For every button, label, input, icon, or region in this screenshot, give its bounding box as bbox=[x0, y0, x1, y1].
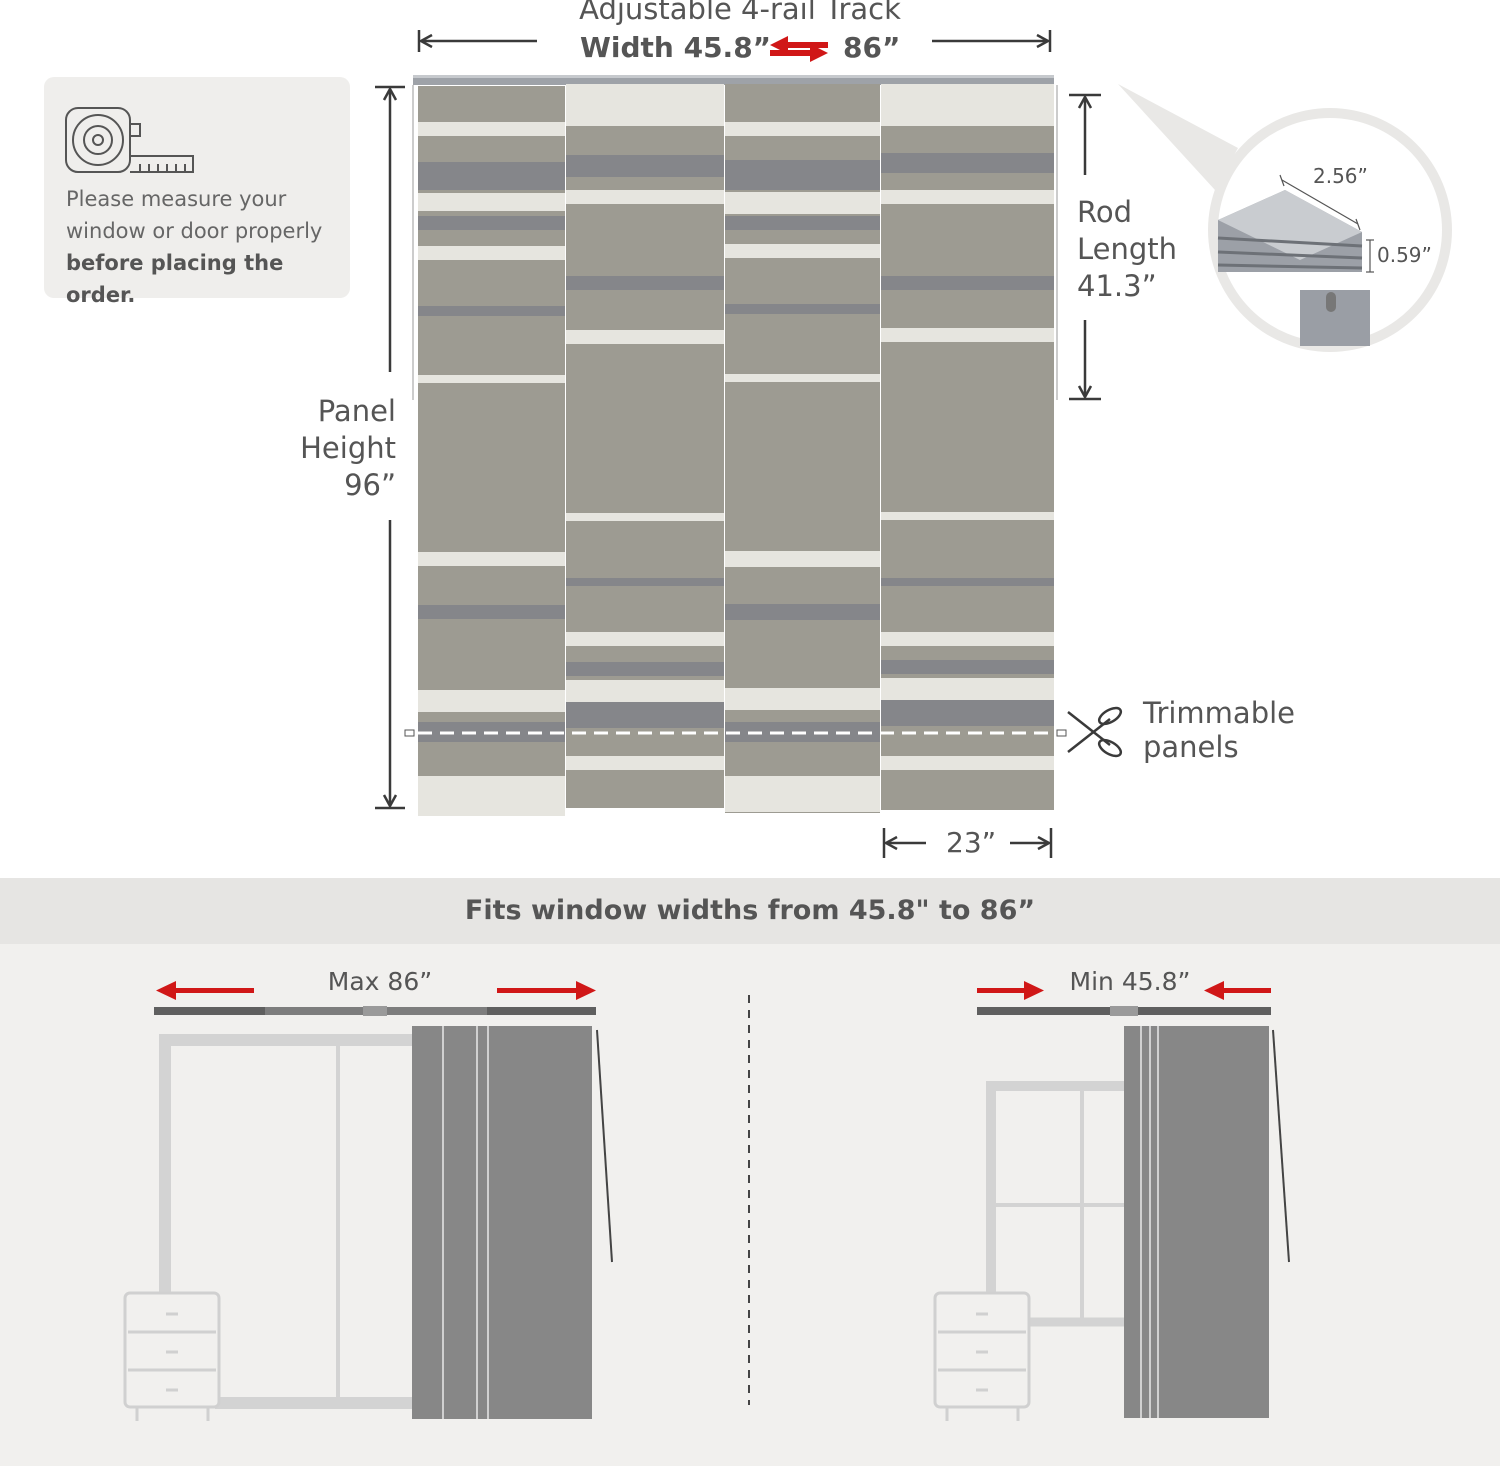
panel-stripe bbox=[566, 756, 724, 770]
track-title: Adjustable 4-rail Track bbox=[579, 0, 901, 26]
panel-stripe bbox=[418, 246, 565, 260]
width-min-label: Width 45.8” bbox=[580, 31, 772, 64]
panel-stripe bbox=[881, 84, 1054, 126]
trim-line bbox=[404, 729, 1067, 737]
panel-stripe bbox=[566, 513, 724, 521]
rod-length-dimension bbox=[1069, 93, 1101, 401]
panel-stripe bbox=[418, 122, 565, 136]
panel-stripe bbox=[881, 153, 1054, 173]
panel-stripe bbox=[881, 276, 1054, 290]
panel-stripe bbox=[418, 552, 565, 566]
panel-width-dimension bbox=[882, 828, 1053, 858]
panel-stripe bbox=[725, 216, 880, 230]
rod-length-label: Rod Length 41.3” bbox=[1077, 195, 1178, 303]
track-height-label: 0.59” bbox=[1377, 243, 1432, 267]
width-max-label: 86” bbox=[843, 31, 901, 64]
fits-widths-heading: Fits window widths from 45.8" to 86” bbox=[464, 895, 1036, 926]
panel-stripe bbox=[725, 776, 880, 812]
adjust-arrows-icon bbox=[770, 36, 828, 62]
panel-stripe bbox=[881, 190, 1054, 204]
panel-stripe bbox=[881, 632, 1054, 646]
panel-stripe bbox=[725, 192, 880, 214]
panel-stripe bbox=[725, 122, 880, 136]
panel-stripe bbox=[725, 304, 880, 314]
panel-height-label: Panel Height 96” bbox=[300, 394, 396, 502]
track-detail-callout bbox=[1118, 84, 1452, 352]
panel-stripe bbox=[566, 632, 724, 646]
panel-stripe bbox=[725, 244, 880, 258]
panel-stripe bbox=[418, 162, 565, 190]
panel-stripe bbox=[725, 374, 880, 382]
panel-stripe bbox=[418, 216, 565, 230]
min-panels bbox=[1124, 1026, 1269, 1418]
panel-stripe bbox=[418, 690, 565, 712]
panel-stripe bbox=[566, 84, 724, 126]
tape-measure-icon bbox=[65, 107, 194, 173]
panel-width-label: 23” bbox=[946, 826, 997, 859]
compress-arrows-icon bbox=[977, 981, 1271, 1000]
expand-arrows-icon bbox=[156, 981, 596, 1000]
measure-card bbox=[44, 77, 350, 298]
panel-stripe bbox=[418, 375, 565, 383]
panel-stripe bbox=[566, 662, 724, 676]
panel-stripe bbox=[881, 756, 1054, 770]
panel-stripe bbox=[725, 604, 880, 620]
max-width-scene bbox=[123, 981, 613, 1421]
nightstand-right bbox=[933, 1291, 1031, 1421]
measure-line1: Please measure your bbox=[66, 187, 287, 211]
max-panels bbox=[412, 1026, 592, 1419]
panel-stripe bbox=[566, 702, 724, 728]
min-width-label: Min 45.8” bbox=[1069, 967, 1191, 996]
panel-height-dimension bbox=[375, 85, 405, 810]
headrail bbox=[413, 75, 1054, 85]
panel-stripe bbox=[881, 678, 1054, 700]
panel-group bbox=[418, 84, 1054, 816]
scissors-icon bbox=[1067, 706, 1123, 758]
panel-stripe bbox=[881, 512, 1054, 520]
max-width-label: Max 86” bbox=[327, 967, 433, 996]
panel-stripe bbox=[725, 160, 880, 190]
track-depth-label: 2.56” bbox=[1313, 164, 1368, 188]
fits-banner bbox=[0, 878, 1500, 944]
panel-stripe bbox=[566, 680, 724, 702]
panel-stripe bbox=[881, 328, 1054, 342]
track-width-dimension bbox=[417, 30, 1052, 52]
panel-stripe bbox=[566, 330, 724, 344]
nightstand-left bbox=[123, 1291, 221, 1421]
measure-line3: before placing the order. bbox=[66, 251, 284, 307]
panel-stripe bbox=[725, 551, 880, 567]
panel-stripe bbox=[725, 688, 880, 710]
panel-stripe bbox=[418, 306, 565, 316]
panel-stripe bbox=[566, 155, 724, 177]
panel-stripe bbox=[418, 605, 565, 619]
panel-stripe bbox=[566, 190, 724, 204]
panel-stripe bbox=[881, 578, 1054, 586]
measure-line2: window or door properly bbox=[66, 219, 323, 243]
min-width-scene bbox=[933, 981, 1290, 1421]
measure-instructions: Please measure your window or door prope… bbox=[66, 183, 356, 311]
panel-stripe bbox=[881, 660, 1054, 674]
trimmable-label: Trimmable panels bbox=[1143, 696, 1296, 764]
panel-stripe bbox=[881, 700, 1054, 726]
panel-stripe bbox=[418, 776, 565, 816]
panel-stripe bbox=[566, 578, 724, 586]
panel-stripe bbox=[418, 193, 565, 211]
panel-stripe bbox=[566, 276, 724, 290]
